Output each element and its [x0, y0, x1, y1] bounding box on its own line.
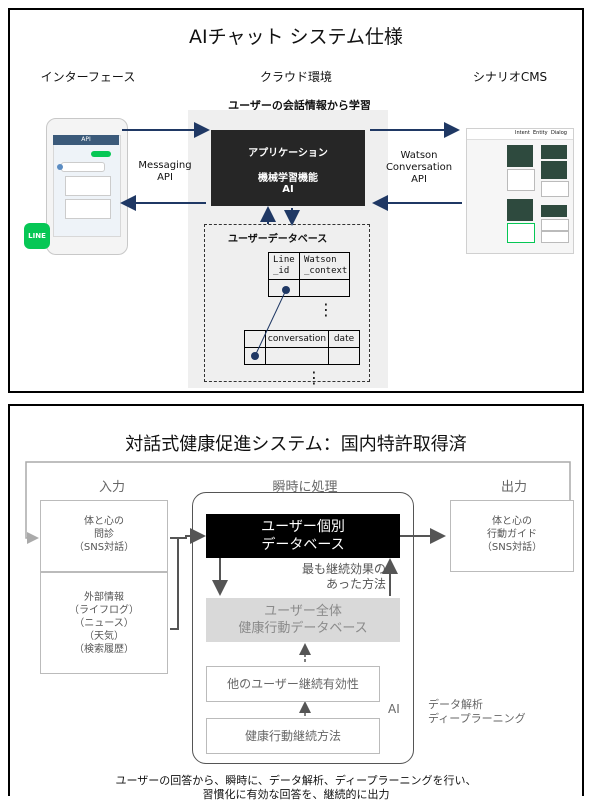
external-info-box: 外部情報 （ライフログ） （ニュース） （天気） （検索履歴） [40, 572, 168, 674]
relation-line [254, 289, 287, 357]
watson-api-label: Watson Conversation API [382, 150, 456, 186]
messaging-api-line1: Messaging [138, 160, 192, 171]
top-connectors [120, 122, 462, 360]
application-box: アプリケーション 機械学習機能 AI [211, 130, 365, 206]
other-users-effectiveness-box: 他のユーザー継続有効性 [206, 666, 380, 702]
cms-node [541, 205, 567, 217]
cms-node [541, 161, 567, 179]
footer-line2: 習慣化に有効な回答を、継続的に出力 [202, 788, 390, 801]
interview-line3: （SNS対話） [73, 542, 135, 553]
external-line3: （ニュース） [74, 618, 134, 629]
chat-bubble [91, 151, 111, 157]
footer-caption: ユーザーの回答から、瞬時に、データ解析、ディープラーニングを行い、 習慣化に有効… [10, 774, 582, 802]
all-db-line2: 健康行動データベース [238, 621, 368, 636]
health-methods-box: 健康行動継続方法 [206, 718, 380, 754]
individual-db-box: ユーザー個別 データベース [206, 514, 400, 558]
watson-api-line2: Conversation [385, 162, 453, 173]
ellipsis-2: ⋮ [306, 368, 322, 387]
individual-db-line1: ユーザー個別 [261, 519, 345, 535]
watson-api-line1: Watson [400, 150, 438, 161]
cms-toolbar: Intent Entity Dialog [467, 129, 573, 140]
table-cell [299, 279, 350, 297]
output-line1: 体と心の [492, 516, 532, 527]
output-guide-box: 体と心の 行動ガイド （SNS対話） [450, 500, 574, 572]
external-line2: （ライフログ） [69, 605, 139, 616]
page-title: AIチャット システム仕様 [189, 26, 403, 48]
cms-node [507, 223, 535, 243]
ai-label: AI [282, 184, 294, 195]
line-app-icon: LINE [24, 223, 50, 249]
smartphone-mockup: API [46, 118, 128, 255]
data-analysis-label: データ解析 ディープラーニング [428, 698, 526, 726]
processing-container [192, 492, 414, 764]
ml-function-label: 機械学習機能 [258, 173, 318, 184]
output-heading: 出力 [500, 480, 527, 495]
health-system-title: 対話式健康促進システム：国内特許取得済 [125, 434, 467, 455]
bottom-connectors [25, 461, 571, 716]
cms-node [541, 231, 569, 243]
user-database-label: ユーザーデータベース [228, 234, 328, 245]
scenario-cms-screenshot: Intent Entity Dialog [466, 128, 574, 254]
individual-db-line2: データベース [261, 537, 345, 553]
db-table-conversation: conversation date [244, 330, 360, 366]
cms-nav-entity: Entity [533, 130, 548, 136]
cms-node [507, 199, 533, 221]
analysis-line2: ディープラーニング [428, 712, 526, 725]
application-label: アプリケーション [248, 148, 328, 159]
db-table-line: Line _id Watson _context [268, 252, 350, 298]
analysis-line1: データ解析 [428, 698, 483, 711]
cloud-heading: クラウド環境 [259, 70, 332, 84]
chat-bubble [65, 176, 111, 196]
input-interview-box: 体と心の 問診 （SNS対話） [40, 500, 168, 572]
messaging-api-line2: API [157, 172, 173, 183]
footer-line1: ユーザーの回答から、瞬時に、データ解析、ディープラーニングを行い、 [115, 774, 477, 787]
cms-node [541, 219, 569, 231]
watson-api-line3: API [411, 174, 427, 185]
input-heading: 入力 [98, 480, 125, 495]
interview-line1: 体と心の [84, 516, 124, 527]
phone-app-header: API [53, 135, 119, 145]
messaging-api-label: Messaging API [130, 160, 200, 184]
ellipsis-1: ⋮ [318, 300, 334, 319]
process-heading: 瞬時に処理 [272, 480, 338, 495]
cms-node [541, 145, 567, 159]
cms-nav-dialog: Dialog [551, 130, 567, 136]
best-method-label: 最も継続効果の あった方法 [276, 562, 386, 592]
external-line4: （天気） [84, 631, 124, 642]
external-line1: 外部情報 [84, 592, 124, 603]
arrow-external-to-db [170, 538, 179, 630]
chat-bubble [65, 199, 111, 219]
all-users-db-box: ユーザー全体 健康行動データベース [206, 598, 400, 642]
feedback-loop-line [25, 461, 571, 544]
best-method-line2: あった方法 [325, 577, 386, 591]
cms-node [541, 181, 569, 197]
health-system-panel: 対話式健康促進システム：国内特許取得済 入力 瞬時に処理 出力 体と心の 問診 … [8, 404, 584, 801]
ai-chat-spec-panel: AIチャット システム仕様 インターフェース クラウド環境 シナリオCMS ユー… [8, 8, 584, 393]
output-line2: 行動ガイド [487, 529, 537, 540]
ai-label: AI [388, 702, 400, 716]
all-db-line1: ユーザー全体 [264, 604, 342, 619]
cms-node [507, 145, 533, 167]
avatar-icon [57, 164, 63, 170]
output-line3: （SNS対話） [481, 542, 543, 553]
table-cell [328, 347, 360, 365]
external-line5: （検索履歴） [74, 644, 134, 655]
cms-node [507, 169, 535, 191]
cms-nav-intent: Intent [515, 130, 530, 136]
best-method-line1: 最も継続効果の [301, 562, 386, 576]
interface-heading: インターフェース [40, 70, 136, 84]
cms-heading: シナリオCMS [472, 70, 548, 84]
interview-line2: 問診 [94, 529, 114, 540]
learning-caption: ユーザーの会話情報から学習 [228, 99, 371, 112]
